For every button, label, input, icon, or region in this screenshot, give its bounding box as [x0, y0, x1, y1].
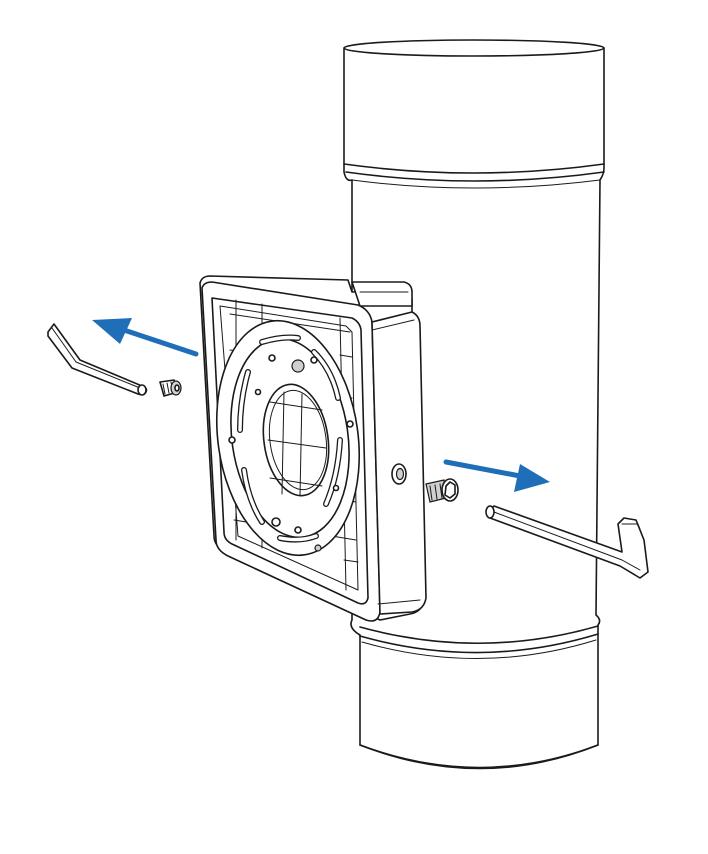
arrow-left	[92, 318, 199, 357]
circular-mounting-plate	[215, 319, 361, 557]
hex-key-left	[47, 323, 148, 396]
screw-left	[159, 379, 182, 397]
arrow-right	[443, 459, 550, 492]
hex-key-right	[485, 505, 649, 579]
screw-right	[425, 478, 459, 503]
